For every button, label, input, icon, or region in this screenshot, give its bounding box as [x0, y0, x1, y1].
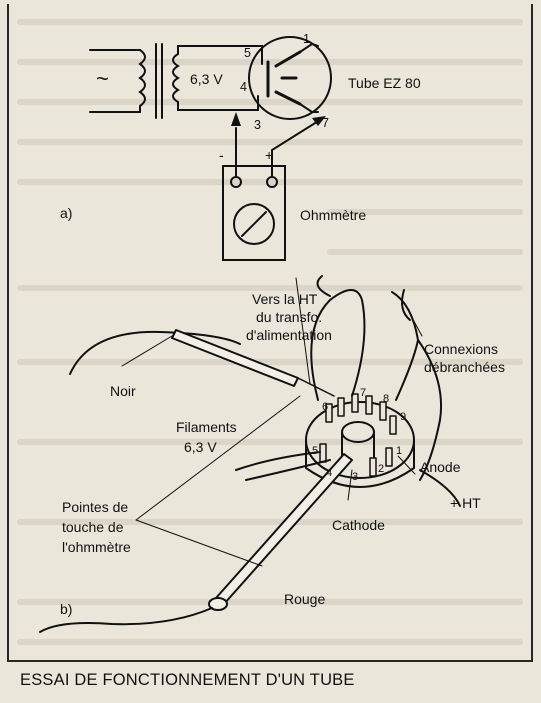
secondary-coil — [172, 53, 180, 103]
voltage-label-a: 6,3 V — [190, 71, 223, 87]
filaments-label-line2: 6,3 V — [184, 439, 217, 455]
center-column-top — [341, 421, 375, 443]
ht-label-line3: d'alimentation — [246, 327, 332, 343]
ht-label-line2: du transfo. — [256, 309, 323, 325]
red-probe-end — [208, 597, 228, 611]
pin-2-label-b: 2 — [378, 463, 385, 475]
ht-leader — [295, 277, 311, 385]
ohmmeter-dial — [233, 203, 275, 245]
probes-label-line1: Pointes de — [62, 499, 129, 515]
disconnected-lead-1 — [391, 291, 419, 401]
probes-label-line3: l'ohmmètre — [62, 539, 131, 555]
probes-label-line2: touche de — [62, 519, 124, 535]
arrow-minus — [231, 112, 241, 126]
figure-caption: ESSAI DE FONCTIONNEMENT D'UN TUBE — [20, 671, 355, 689]
filament-lead-1 — [235, 451, 321, 471]
anode-leader — [397, 455, 416, 475]
tube-label: Tube EZ 80 — [348, 75, 421, 91]
socket-side — [305, 439, 415, 488]
noir-leader — [121, 335, 173, 367]
minus-label: - — [219, 147, 224, 163]
pin-7-label-b: 7 — [360, 387, 367, 399]
ht-lead-1 — [310, 289, 366, 401]
probes-leader-2 — [135, 519, 263, 567]
ht-label-line1: Vers la HT — [252, 291, 318, 307]
ohmmeter-label: Ohmmètre — [300, 207, 367, 223]
ht-lead-1-end — [316, 275, 331, 297]
probes-leader-1 — [135, 395, 301, 521]
disconnected-label-line1: Connexions — [424, 341, 498, 357]
anode-2-lead — [299, 103, 319, 113]
lead-plus — [271, 119, 321, 177]
tube-anode-1 — [274, 50, 302, 68]
ohmmeter-box — [222, 165, 286, 261]
cathode-leader — [347, 469, 353, 501]
arrow-plus — [312, 116, 326, 126]
pin-7-label-a: 7 — [322, 116, 329, 130]
disc-leader — [409, 313, 423, 337]
ac-symbol: ~ — [96, 66, 109, 91]
secondary-lead-top — [177, 45, 263, 65]
noir-label: Noir — [110, 383, 136, 399]
pin-1-label-a: 1 — [303, 32, 310, 46]
pin-8-label-b: 8 — [383, 393, 390, 405]
anode-1-lead — [299, 42, 319, 53]
panel-a-label: a) — [60, 205, 73, 221]
anode-label: Anode — [420, 459, 461, 475]
disconnected-lead-2 — [401, 289, 411, 321]
plus-ht-label: + HT — [450, 495, 481, 511]
red-probe-cable — [39, 607, 213, 633]
tube-envelope — [248, 36, 332, 120]
plus-label: + — [265, 147, 274, 163]
pin-3-label-b: 3 — [352, 471, 359, 483]
cathode-label: Cathode — [332, 517, 385, 533]
plus-ht-wire — [419, 469, 461, 507]
primary-coil — [138, 49, 146, 113]
pin-4-label-a: 4 — [240, 80, 247, 94]
filaments-label-line1: Filaments — [176, 419, 237, 435]
pin-1-label-b: 1 — [396, 445, 403, 457]
pin-3-label-a: 3 — [254, 118, 261, 132]
disconnected-lead-3 — [417, 339, 443, 481]
tube-anode-2 — [274, 90, 302, 106]
disconnected-label-line2: débranchées — [424, 359, 505, 375]
black-probe-body — [171, 329, 299, 387]
pin-5-label-b: 5 — [312, 445, 319, 457]
figure-frame — [7, 4, 533, 662]
filament-lead-2 — [245, 459, 331, 481]
panel-b-label: b) — [60, 601, 73, 617]
socket-pins — [319, 393, 397, 477]
ohmmeter-needle — [241, 211, 267, 237]
rouge-label: Rouge — [284, 591, 326, 607]
pin-9-label-b: 9 — [400, 411, 407, 423]
pin-6-label-b: 6 — [322, 401, 329, 413]
black-probe-cable — [69, 330, 241, 375]
pin-5-label-a: 5 — [244, 46, 251, 60]
pin-4-label-b: 4 — [326, 467, 333, 479]
